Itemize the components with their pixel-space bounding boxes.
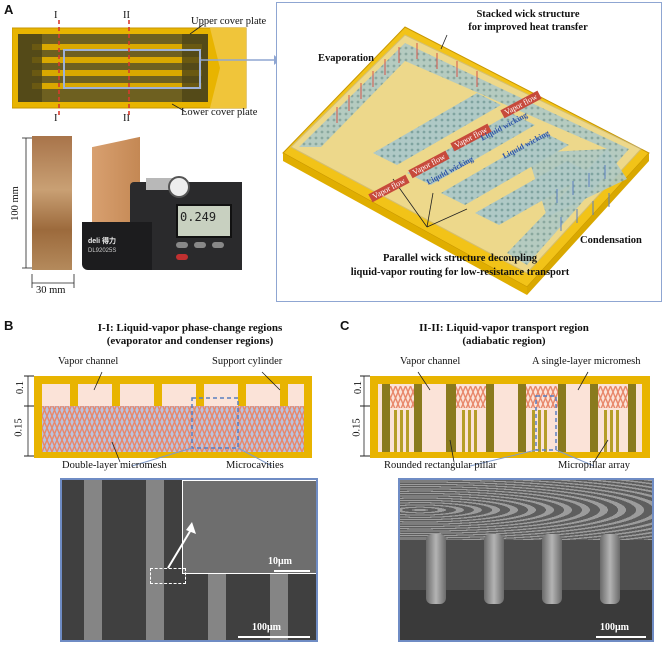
section-mark-i-top: I	[54, 10, 58, 21]
panel-c-title-2: (adiabatic region)	[462, 335, 546, 347]
copper-plate-photo	[32, 136, 72, 270]
b-double-mesh-label: Double-layer micromesh	[62, 460, 167, 471]
stacked-wick-label-2: for improved heat transfer	[468, 22, 588, 33]
c-vapor-channel-label: Vapor channel	[400, 356, 461, 367]
b-support-cylinder-label: Support cylinder	[212, 356, 283, 367]
section-mark-i-bottom: I	[54, 113, 58, 124]
c-scale: 100μm	[600, 622, 629, 633]
c-cross-section	[360, 371, 650, 467]
condensation-label: Condensation	[580, 235, 642, 246]
dimension-lines	[22, 137, 75, 288]
b-sem-image: 10μm 100μm	[60, 478, 318, 642]
schematic-3d-drawing	[282, 26, 650, 295]
parallel-wick-label-1: Parallel wick structure decoupling	[382, 253, 538, 264]
c-sem-image: 100μm	[398, 478, 654, 642]
stacked-wick-label-1: Stacked wick structure	[476, 9, 580, 20]
c-single-mesh-label: A single-layer micromesh	[532, 356, 641, 367]
b-scale-large: 100μm	[252, 622, 281, 633]
panel-b-letter: B	[4, 318, 14, 333]
evaporation-label: Evaporation	[318, 53, 375, 64]
dim-width-label: 30 mm	[36, 285, 66, 296]
panel-c-title-1: II-II: Liquid-vapor transport region	[419, 322, 589, 334]
caliper-brand: deli 得力	[88, 238, 117, 245]
b-cross-section	[24, 371, 312, 467]
section-mark-ii-bottom: II	[123, 113, 130, 124]
panel-a-letter: A	[4, 2, 14, 17]
b-microcavities-label: Microcavities	[226, 460, 284, 471]
parallel-wick-label-2: liquid-vapor routing for low-resistance …	[350, 267, 570, 278]
b-scale-small: 10μm	[268, 556, 292, 567]
b-vapor-channel-label: Vapor channel	[58, 356, 119, 367]
lower-cover-label: Lower cover plate	[181, 107, 258, 118]
section-mark-ii-top: II	[123, 10, 130, 21]
heat-pipe-top-view	[12, 20, 247, 116]
caliper-model: DL92025S	[88, 248, 117, 254]
c-micropillar-label: Micropillar array	[558, 460, 631, 471]
panel-b-title-2: (evaporator and condenser regions)	[106, 335, 274, 347]
zoom-connector-arrow	[200, 55, 280, 65]
panel-c-letter: C	[340, 318, 350, 333]
c-rounded-pillar-label: Rounded rectangular pillar	[384, 460, 497, 471]
panel-b-title-1: I-I: Liquid-vapor phase-change regions	[97, 322, 283, 334]
caliper-photo: 0.249 deli 得力 DL92025S	[76, 136, 242, 270]
upper-cover-label: Upper cover plate	[191, 16, 267, 27]
caliper-reading: 0.249	[180, 210, 217, 224]
